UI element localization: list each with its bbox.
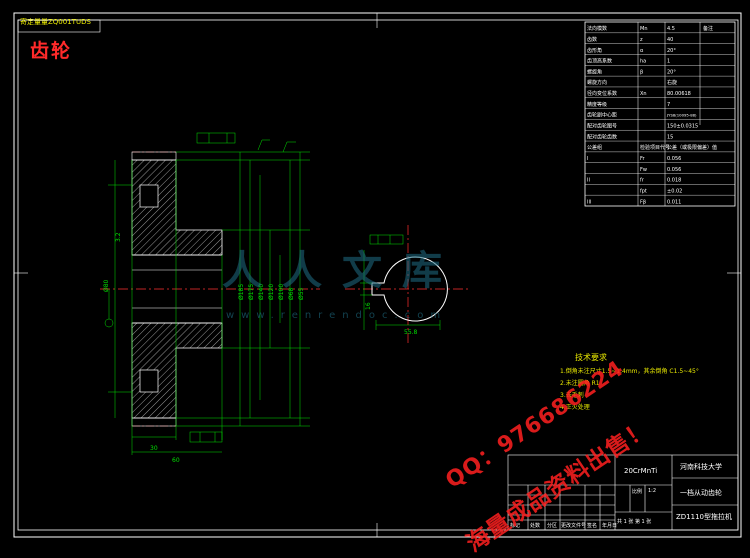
param-cell-name: 配对齿轮图号 bbox=[587, 123, 617, 130]
param-cell-name: 齿数 bbox=[587, 36, 597, 43]
inner-border bbox=[17, 19, 739, 531]
dim-bottom-hub: 30 bbox=[150, 445, 158, 452]
param-cell-value: 7 bbox=[667, 102, 670, 108]
param-cell-name: 精度等级 bbox=[587, 101, 607, 108]
param-cell-value: 右旋 bbox=[667, 79, 677, 86]
param-cell-symbol: Fw bbox=[640, 167, 647, 173]
header-stamp: 寄定量量ZQ001TUDS bbox=[20, 18, 91, 26]
dim-rs-5: Ø68 bbox=[288, 287, 295, 300]
part-name-text: 一档从动齿轮 bbox=[680, 489, 722, 497]
keyway-view: 55.8 16 bbox=[345, 225, 470, 345]
tb-label: 更改文件号 bbox=[561, 523, 587, 529]
gear-section-view: Ø80 60 30 3.2 Ø185 Ø175 Ø140 Ø120 Ø100 Ø… bbox=[100, 132, 320, 464]
param-cell-value: 20° bbox=[667, 48, 676, 54]
param-cell-name: 法向模数 bbox=[587, 25, 607, 32]
param-cell-symbol: α bbox=[640, 48, 644, 54]
title-block bbox=[507, 454, 739, 531]
param-cell-name: 螺旋方向 bbox=[587, 79, 607, 86]
tb-label: 标记 bbox=[510, 523, 521, 529]
watermark-url: www.renrendoc.com bbox=[226, 310, 448, 321]
param-cell-value: 40 bbox=[667, 37, 673, 43]
param-cell-symbol: fr bbox=[640, 178, 645, 184]
param-cell-name: II bbox=[587, 178, 590, 184]
tech-requirements-title: 技术要求 bbox=[575, 353, 607, 362]
dim-bottom-total: 60 bbox=[172, 457, 180, 464]
school-text: 河南科技大学 bbox=[680, 463, 722, 471]
param-cell-value: 0.018 bbox=[667, 178, 681, 184]
outer-border bbox=[13, 12, 742, 538]
tb-label: 处数 bbox=[530, 523, 541, 529]
param-cell-name: 公差组 bbox=[587, 144, 602, 151]
param-cell-value: 15 bbox=[667, 134, 673, 140]
param-cell-value: 0.056 bbox=[667, 167, 681, 173]
param-cell-value: 0.011 bbox=[667, 199, 681, 205]
param-cell-value: 1 bbox=[667, 59, 670, 65]
param-cell-name: 配对齿轮齿数 bbox=[587, 133, 617, 140]
dim-rs-1: Ø175 bbox=[248, 284, 255, 300]
param-cell-value: 150±0.0315 bbox=[667, 124, 698, 130]
tb-label: 年月日 bbox=[602, 523, 618, 529]
dim-rs-0: Ø185 bbox=[238, 284, 245, 300]
param-cell-symbol: ha bbox=[640, 59, 646, 65]
tech-requirement-item: 3.去毛刺 bbox=[560, 392, 584, 399]
param-cell-value: JYS8(10095-88) bbox=[666, 113, 697, 118]
tech-requirement-item: 1.倒角未注尺寸1.5~1.4mm，其余倒角 C1.5~45° bbox=[560, 368, 699, 375]
param-cell-name: 齿顶高系数 bbox=[587, 58, 612, 65]
tech-requirement-item: 2.未注圆角 R1 bbox=[560, 380, 600, 387]
drawing-title: 齿轮 bbox=[30, 40, 73, 62]
dim-keyway-depth: 55.8 bbox=[404, 329, 418, 336]
param-cell-symbol: Fr bbox=[640, 156, 646, 162]
param-cell-symbol: Fβ bbox=[640, 199, 646, 205]
param-cell-value: 公差（或极限偏差）值 bbox=[667, 144, 717, 151]
param-cell-symbol: 检验项目代号 bbox=[640, 144, 670, 151]
sheet-text: 共 1 张 第 1 张 bbox=[617, 519, 652, 525]
dim-rs-3: Ø120 bbox=[268, 284, 275, 300]
dim-left-top: Ø80 bbox=[103, 279, 110, 292]
dim-rs-2: Ø140 bbox=[258, 284, 265, 300]
dim-rs-6: Ø55 bbox=[298, 287, 305, 300]
param-cell-name: 齿形角 bbox=[587, 47, 602, 54]
tb-label: 签名 bbox=[587, 523, 598, 529]
param-cell-value: 4.5 bbox=[667, 26, 675, 32]
project-text: ZD1110型拖拉机 bbox=[676, 513, 732, 521]
dim-ra-left: 3.2 bbox=[115, 232, 122, 242]
tech-requirement-item: 4.正火处理 bbox=[560, 404, 590, 411]
param-cell-symbol: fpt bbox=[640, 188, 647, 194]
param-cell-value: ±0.02 bbox=[667, 188, 682, 194]
header-stamp-box bbox=[17, 19, 101, 33]
param-cell-symbol: β bbox=[640, 69, 643, 75]
material-text: 20CrMnTi bbox=[624, 467, 658, 475]
dim-rs-4: Ø100 bbox=[278, 284, 285, 300]
dim-keyway-width: 16 bbox=[365, 302, 372, 310]
param-cell-name: I bbox=[587, 156, 588, 162]
scale-value: 1:2 bbox=[648, 488, 657, 494]
param-cell-symbol: z bbox=[640, 37, 643, 43]
param-cell-name: 螺旋角 bbox=[587, 68, 602, 75]
param-cell-symbol: Mn bbox=[640, 26, 647, 32]
watermark-brand: 人人文库 bbox=[222, 248, 462, 294]
param-cell-value: 80.00618 bbox=[667, 91, 691, 97]
param-cell-value: 0.056 bbox=[667, 156, 681, 162]
param-cell-name: 齿轮副中心距 bbox=[587, 112, 617, 119]
param-cell-name: III bbox=[587, 199, 591, 205]
scale-label: 比例 bbox=[632, 489, 643, 495]
tb-label: 分区 bbox=[547, 523, 558, 529]
param-cell-value: 20° bbox=[667, 69, 676, 75]
param-cell-symbol: Xn bbox=[640, 91, 647, 97]
param-cell-note: 备注 bbox=[703, 25, 713, 32]
param-cell-name: 径向变位系数 bbox=[587, 90, 617, 97]
